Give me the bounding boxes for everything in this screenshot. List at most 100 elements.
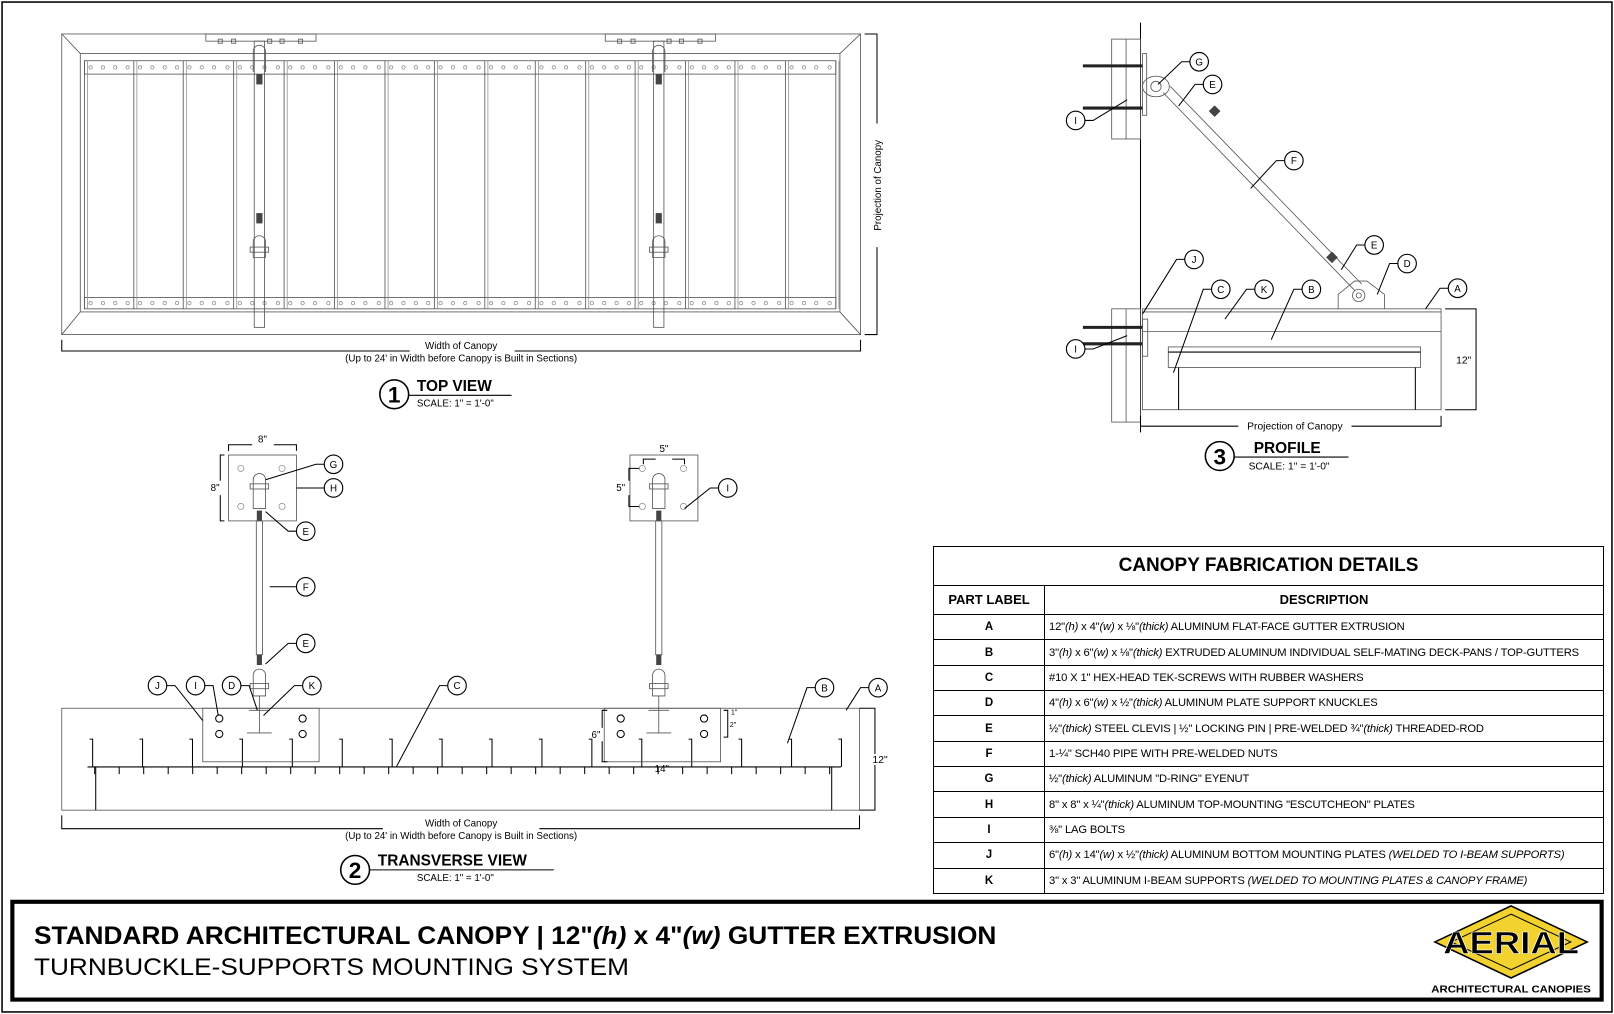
callout-e: E (1178, 74, 1223, 107)
description-text: ALUMINUM TOP-MOUNTING "ESCUTCHEON" PLATE… (1133, 798, 1415, 811)
description-text: x 14" (1072, 849, 1100, 862)
description-text: #10 X 1" HEX-HEAD TEK-SCREWS WITH RUBBER… (1049, 671, 1364, 684)
sheet-title: STANDARD ARCHITECTURAL CANOPY | 12"(h) x… (34, 923, 996, 950)
description-text: ⅜" LAG BOLTS (1049, 824, 1125, 837)
description-cell: 3" x 3" ALUMINUM I-BEAM SUPPORTS (WELDED… (1044, 867, 1604, 895)
profile-view-title: PROFILE (1254, 440, 1321, 457)
dim-plate-width: 8" (258, 435, 267, 446)
description-text: x 4" (1078, 621, 1100, 634)
profile-height-dim: 12" (1456, 355, 1471, 366)
callout-letter: C (453, 681, 460, 692)
view-number-circle (379, 379, 410, 410)
callout-letter: I (1074, 116, 1077, 127)
callout-i: I (1065, 335, 1128, 359)
description-cell: 4"(h) x 6"(w) x ½"(thick) ALUMINUM PLATE… (1044, 690, 1604, 717)
description-text: (h) (1058, 697, 1073, 710)
callout-letter: K (1261, 285, 1268, 296)
description-text: (thick) (1132, 646, 1163, 659)
description-text: (thick) (1132, 697, 1163, 710)
column-header-part-label: PART LABEL (933, 584, 1045, 615)
callout-f: F (1250, 150, 1304, 189)
part-label-cell: J (933, 842, 1045, 869)
description-cell: ½"(thick) ALUMINUM "D-RING" EYENUT (1044, 766, 1604, 793)
top-projection-label: Projection of Canopy (873, 140, 884, 231)
description-text: 1-¼" SCH40 PIPE WITH PRE-WELDED NUTS (1049, 747, 1278, 760)
description-text: (thick) (1138, 849, 1169, 862)
callout-letter: E (1371, 241, 1378, 252)
callout-b: B (786, 677, 835, 744)
callout-a: A (845, 677, 888, 711)
callout-e: E (265, 633, 316, 665)
description-text: (w) (1099, 621, 1115, 634)
description-text: x 6" (1072, 697, 1094, 710)
description-text: 6" (1049, 849, 1059, 862)
description-text: 8" x 8" x ¼" (1049, 798, 1105, 811)
description-text: (h) (1064, 621, 1079, 634)
part-label-cell: F (933, 740, 1045, 768)
description-text: 4" (1049, 697, 1059, 710)
description-text: x ½" (1114, 849, 1140, 862)
description-text: ALUMINUM PLATE SUPPORT KNUCKLES (1162, 697, 1378, 710)
top-view-title: TOP VIEW (417, 378, 492, 395)
description-text: ½" (1049, 722, 1063, 735)
callout-k: K (1224, 279, 1274, 320)
dim-small-2: 2" (730, 720, 737, 729)
description-text: (thick) (1138, 621, 1169, 634)
callout-letter: G (330, 460, 338, 471)
trans-view-scale: SCALE: 1" = 1'-0" (417, 873, 494, 884)
description-text: x 6" (1072, 646, 1094, 659)
callout-letter: A (1454, 284, 1461, 295)
description-text: x ⅛" (1108, 646, 1133, 659)
dim-bottom-plate-h: 6" (592, 730, 601, 741)
table-row: F 1-¼" SCH40 PIPE WITH PRE-WELDED NUTS (933, 740, 1604, 768)
callout-g: G (265, 454, 344, 481)
trans-view-number: 2 (349, 858, 362, 883)
description-cell: 6"(h) x 14"(w) x ½"(thick) ALUMINUM BOTT… (1044, 842, 1604, 869)
description-text: x ½" (1108, 697, 1133, 710)
callout-c: C (395, 675, 467, 768)
callout-letter: B (1308, 285, 1315, 296)
callout-e: E (1340, 235, 1384, 270)
top-view-scale: SCALE: 1" = 1'-0" (417, 399, 494, 410)
callout-i: I (1065, 99, 1128, 131)
description-cell: 1-¼" SCH40 PIPE WITH PRE-WELDED NUTS (1044, 740, 1604, 768)
callout-letter: K (309, 681, 316, 692)
callout-letter: J (155, 681, 160, 692)
callout-letter: E (302, 527, 309, 538)
description-text: x ⅛" (1114, 621, 1140, 634)
trans-width-note: (Up to 24' in Width before Canopy is Bui… (345, 831, 577, 842)
callout-j: J (147, 675, 204, 721)
part-label-cell: H (933, 791, 1045, 818)
description-text: STEEL CLEVIS | ½" LOCKING PIN | PRE-WELD… (1091, 722, 1364, 735)
description-text: ½" (1049, 773, 1063, 786)
description-text: THREADED-ROD (1392, 722, 1484, 735)
callout-letter: E (302, 639, 309, 650)
top-width-label: Width of Canopy (425, 341, 497, 352)
column-header-description: DESCRIPTION (1044, 584, 1604, 615)
dim-bolt-spacing-h: 5" (616, 483, 625, 494)
callout-c: C (1172, 279, 1231, 373)
callout-j: J (1142, 249, 1204, 315)
description-cell: ½"(thick) STEEL CLEVIS | ½" LOCKING PIN … (1044, 715, 1604, 742)
description-cell: 3"(h) x 6"(w) x ⅛"(thick) EXTRUDED ALUMI… (1044, 639, 1604, 666)
trans-width-label: Width of Canopy (425, 819, 497, 830)
table-title: CANOPY FABRICATION DETAILS (933, 546, 1604, 586)
description-text: (thick) (1062, 773, 1092, 786)
callout-letter: A (875, 683, 882, 694)
description-text: (h) (1058, 646, 1073, 659)
callout-g: G (1157, 51, 1210, 85)
trans-view-title: TRANSVERSE VIEW (378, 853, 528, 870)
description-text: (WELDED TO I-BEAM SUPPORTS) (1388, 849, 1565, 862)
callout-letter: F (1291, 156, 1297, 167)
part-label-cell: E (933, 715, 1045, 742)
callout-i: I (684, 478, 738, 509)
description-text: (w) (1099, 849, 1115, 862)
part-label-cell: K (933, 867, 1045, 895)
description-text: 3" (1049, 646, 1059, 659)
part-label-cell: B (933, 639, 1045, 666)
